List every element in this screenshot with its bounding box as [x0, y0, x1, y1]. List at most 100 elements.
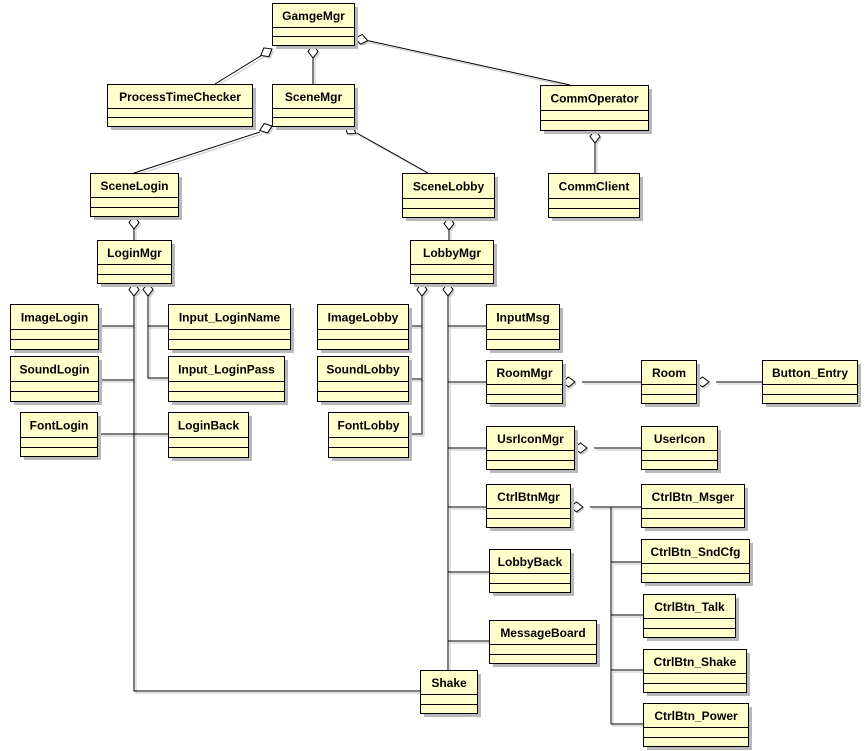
- edge-lobbymgr-lobbyback-shadow: [449, 509, 491, 575]
- class-messageboard-name: MessageBoard: [500, 626, 585, 640]
- edge-gamgemgr-commoperator-shadow: [366, 41, 573, 88]
- class-loginback[interactable]: LoginBack: [168, 412, 253, 462]
- edge-loginmgr-input-loginpass: [147, 326, 168, 379]
- class-scenemgr-box: [272, 84, 355, 127]
- class-loginmgr-name: LoginMgr: [107, 246, 162, 260]
- class-messageboard-box: [489, 620, 597, 664]
- edge-loginmgr-imagelogin: [98, 296, 135, 327]
- class-ctrlbtn-talk-name: CtrlBtn_Talk: [654, 600, 725, 614]
- class-usericon-name: UserIcon: [654, 432, 705, 446]
- class-commclient-box: [548, 173, 640, 218]
- class-processtimechecker[interactable]: ProcessTimeChecker: [107, 84, 257, 131]
- class-ctrlbtn-power[interactable]: CtrlBtn_Power: [643, 703, 753, 751]
- class-messageboard[interactable]: MessageBoard: [489, 620, 601, 668]
- diamond-gamgemgr-processtimechecker-icon: [260, 47, 273, 58]
- class-shake-box: [420, 670, 478, 714]
- edge-lobbymgr-ctrlbtnmgr-shadow: [449, 450, 488, 510]
- class-scenelobby[interactable]: SceneLobby: [402, 173, 499, 222]
- class-roommgr[interactable]: RoomMgr: [486, 360, 567, 408]
- class-ctrlbtn-talk[interactable]: CtrlBtn_Talk: [643, 594, 740, 642]
- class-ctrlbtn-sndcfg[interactable]: CtrlBtn_SndCfg: [641, 539, 754, 587]
- class-ctrlbtn-talk-box: [643, 594, 736, 638]
- class-lobbyback[interactable]: LobbyBack: [489, 549, 575, 597]
- class-loginback-name: LoginBack: [178, 419, 240, 433]
- class-imagelobby[interactable]: ImageLobby: [317, 304, 413, 354]
- edge-scenemgr-scenelobby: [354, 131, 429, 174]
- class-button-entry-name: Button_Entry: [772, 366, 848, 380]
- class-inputmsg-name: InputMsg: [496, 311, 549, 325]
- class-usericon[interactable]: UserIcon: [641, 426, 722, 474]
- class-room-box: [641, 360, 697, 404]
- class-scenemgr[interactable]: SceneMgr: [272, 84, 359, 131]
- class-loginmgr[interactable]: LoginMgr: [97, 240, 176, 288]
- class-soundlobby-name: SoundLobby: [326, 363, 400, 377]
- class-shake-name: Shake: [431, 676, 467, 690]
- class-soundlobby-box: [317, 356, 409, 402]
- class-input-loginpass[interactable]: Input_LoginPass: [168, 356, 289, 406]
- edge-scenemgr-scenelogin: [133, 131, 261, 174]
- edge-loginmgr-imagelogin-shadow: [100, 298, 137, 329]
- diamond-gamgemgr-commoperator-icon: [354, 33, 369, 45]
- class-imagelobby-name: ImageLobby: [328, 311, 399, 325]
- class-processtimechecker-box: [107, 84, 253, 127]
- class-roommgr-name: RoomMgr: [497, 366, 553, 380]
- class-shake[interactable]: Shake: [420, 670, 482, 718]
- class-input-loginname[interactable]: Input_LoginName: [168, 304, 295, 354]
- class-ctrlbtn-power-box: [643, 703, 749, 747]
- edge-scenemgr-scenelogin-shadow: [135, 133, 263, 176]
- class-ctrlbtn-shake-name: CtrlBtn_Shake: [654, 655, 737, 669]
- class-ctrlbtnmgr-box: [486, 484, 571, 528]
- class-imagelogin[interactable]: ImageLogin: [10, 304, 103, 354]
- class-room[interactable]: Room: [641, 360, 701, 408]
- class-usericon-box: [641, 426, 718, 470]
- edge-loginmgr-fontlogin-shadow: [99, 382, 137, 437]
- class-roommgr-box: [486, 360, 563, 404]
- class-ctrlbtnmgr[interactable]: CtrlBtnMgr: [486, 484, 575, 532]
- edge-scenemgr-scenelobby-shadow: [356, 133, 431, 176]
- class-soundlogin[interactable]: SoundLogin: [10, 356, 103, 406]
- diamond-scenemgr-scenelogin-icon: [259, 122, 273, 134]
- edge-loginmgr-shake-shadow: [135, 436, 422, 694]
- class-scenemgr-name: SceneMgr: [285, 90, 343, 104]
- edge-loginmgr-shake: [133, 434, 420, 692]
- class-button-entry[interactable]: Button_Entry: [762, 360, 862, 408]
- class-fontlobby[interactable]: FontLobby: [328, 412, 413, 462]
- class-gamgemgr[interactable]: GamgeMgr: [272, 3, 359, 50]
- class-ctrlbtn-msger[interactable]: CtrlBtn_Msger: [641, 484, 749, 532]
- edge-lobbymgr-roommgr-shadow: [449, 328, 488, 385]
- edge-loginmgr-fontlogin: [97, 380, 135, 435]
- class-ctrlbtn-shake-box: [643, 649, 747, 693]
- class-gamgemgr-box: [272, 3, 355, 46]
- class-fontlogin[interactable]: FontLogin: [20, 412, 102, 461]
- class-scenelogin-name: SceneLogin: [100, 179, 168, 193]
- class-commclient-name: CommClient: [559, 180, 630, 194]
- class-usriconmgr[interactable]: UsrIconMgr: [486, 426, 579, 474]
- edge-loginmgr-soundlogin: [98, 326, 135, 381]
- class-commclient[interactable]: CommClient: [548, 173, 644, 222]
- class-loginmgr-box: [97, 240, 172, 284]
- class-ctrlbtn-sndcfg-box: [641, 539, 750, 583]
- class-soundlobby[interactable]: SoundLobby: [317, 356, 413, 406]
- class-room-name: Room: [652, 366, 686, 380]
- edge-lobbymgr-inputmsg-shadow: [449, 298, 488, 329]
- class-commoperator[interactable]: CommOperator: [540, 85, 653, 135]
- class-lobbymgr-name: LobbyMgr: [423, 246, 481, 260]
- class-usriconmgr-name: UsrIconMgr: [497, 432, 564, 446]
- class-inputmsg[interactable]: InputMsg: [486, 304, 564, 354]
- class-imagelogin-name: ImageLogin: [21, 311, 88, 325]
- edge-lobbymgr-messageboard-shadow: [449, 574, 491, 644]
- class-scenelogin[interactable]: SceneLogin: [90, 173, 183, 221]
- edge-lobbymgr-usriconmgr: [447, 382, 486, 449]
- class-scenelogin-box: [90, 173, 179, 217]
- class-soundlogin-box: [10, 356, 99, 402]
- class-ctrlbtn-msger-box: [641, 484, 745, 528]
- class-input-loginpass-name: Input_LoginPass: [178, 363, 275, 377]
- edge-lobbymgr-ctrlbtnmgr: [447, 448, 486, 508]
- class-commoperator-box: [540, 85, 649, 131]
- edge-loginmgr-input-loginname-shadow: [149, 298, 170, 329]
- class-ctrlbtn-shake[interactable]: CtrlBtn_Shake: [643, 649, 751, 697]
- class-button-entry-box: [762, 360, 858, 404]
- class-lobbymgr[interactable]: LobbyMgr: [410, 240, 498, 288]
